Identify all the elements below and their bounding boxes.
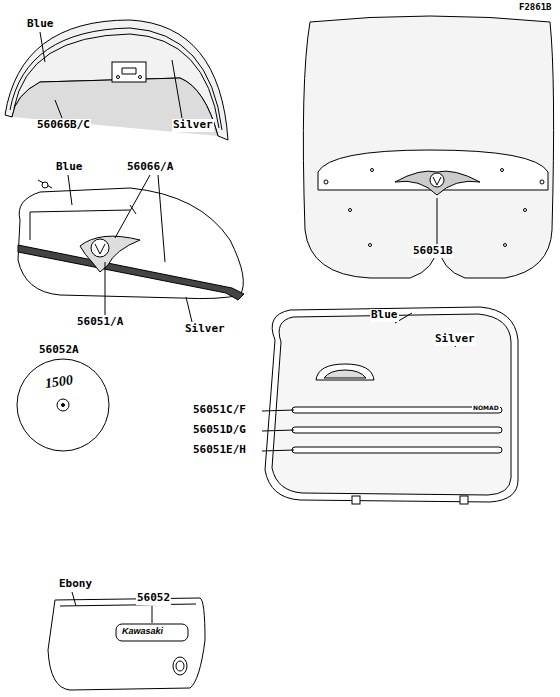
windshield [303, 16, 553, 278]
decal-text: NOMAD [472, 405, 500, 412]
decal-text: Kawasaki [121, 626, 164, 636]
color-label: Silver [172, 119, 214, 132]
saddlebag [265, 307, 518, 504]
color-label: Silver [184, 323, 226, 336]
color-label: Silver [434, 333, 476, 346]
color-label: Blue [370, 309, 399, 322]
color-label: Ebony [58, 578, 93, 591]
color-label: Blue [55, 161, 84, 174]
callout-number: 56051C/F [192, 404, 247, 417]
front-fender [5, 20, 228, 140]
callout-number: 56051E/H [192, 444, 247, 457]
fuel-tank [18, 180, 244, 300]
callout-number: 56051B [412, 245, 454, 258]
leader-lines [40, 32, 460, 623]
callout-number: 56051D/G [192, 424, 247, 437]
callout-number: 56051/A [76, 316, 124, 329]
callout-number: 56052 [136, 592, 171, 605]
color-label: Blue [26, 18, 55, 31]
callout-number: 56066B/C [36, 119, 91, 132]
callout-number: 56052A [38, 344, 80, 357]
emblem-decal [17, 359, 109, 451]
callout-number: 56066/A [126, 161, 174, 174]
side-cover [48, 598, 205, 690]
figure-code: F2861B [518, 2, 553, 12]
